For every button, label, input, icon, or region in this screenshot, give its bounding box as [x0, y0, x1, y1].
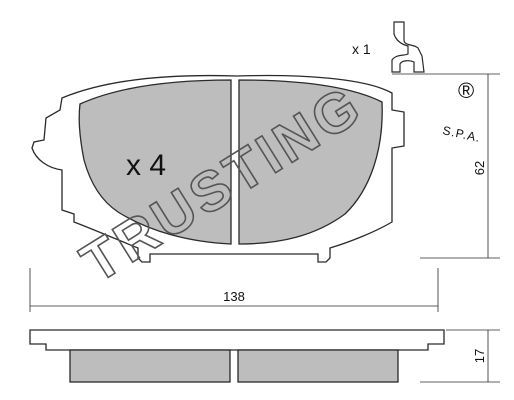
friction-pad-right	[238, 79, 383, 245]
side-backing-plate	[29, 329, 445, 351]
clip-quantity-label: x 1	[352, 41, 371, 57]
dim-thickness-label: 17	[472, 349, 487, 363]
side-friction-right	[237, 349, 399, 383]
dim-width-label: 138	[223, 289, 245, 304]
watermark-suffix: S.P.A.	[441, 123, 482, 145]
side-friction-left	[69, 349, 231, 383]
quantity-label: x 4	[126, 149, 166, 182]
friction-pad-left	[78, 79, 232, 245]
spring-clip-icon	[391, 21, 425, 73]
dim-height-label: 62	[472, 161, 487, 175]
watermark-registered: ®	[458, 78, 474, 103]
